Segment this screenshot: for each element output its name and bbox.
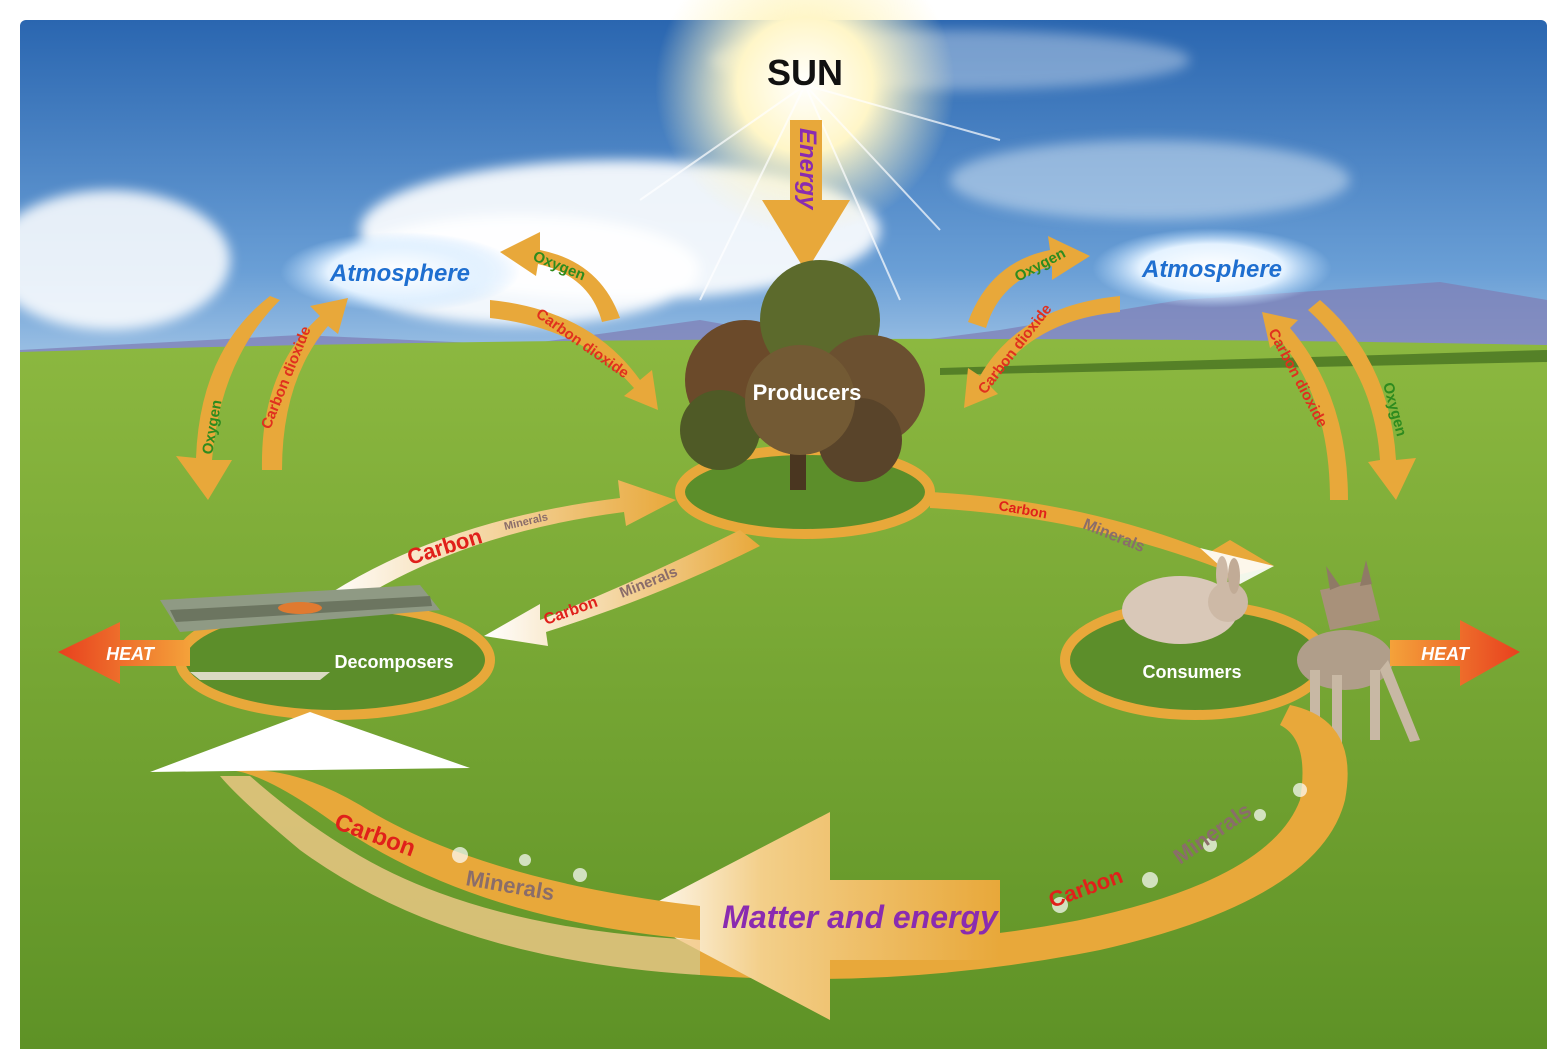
treeline [940, 350, 1547, 375]
log [160, 585, 440, 680]
tree [680, 260, 925, 490]
atmosphere-right: Atmosphere [1092, 228, 1332, 308]
decomposers-label: Decomposers [334, 652, 453, 672]
energy-arrow: Energy [762, 120, 850, 272]
atmosphere-left: Atmosphere [280, 232, 520, 312]
coyote [1297, 560, 1420, 750]
left-gas-arrows [176, 296, 348, 500]
matter-energy-arrow [150, 705, 1348, 1020]
energy-label: Energy [794, 128, 821, 211]
rabbit [1122, 556, 1248, 644]
producers-left-gas-arrows [490, 232, 658, 410]
producers-label: Producers [753, 380, 862, 405]
sun-label: SUN [767, 52, 843, 93]
producers-right-gas-arrows [964, 236, 1120, 408]
matter-energy-label: Matter and energy [722, 899, 1000, 935]
heat-label-right: HEAT [1421, 644, 1471, 664]
consumers-label: Consumers [1142, 662, 1241, 682]
right-gas-arrows [1262, 300, 1416, 500]
producers-to-decomposers-arrow [484, 530, 760, 646]
heat-arrow-left: HEAT [58, 622, 190, 684]
consumers-node: Consumers [1060, 556, 1420, 750]
producers-node: Producers [675, 260, 935, 539]
heat-arrow-right: HEAT [1390, 620, 1520, 686]
atmosphere-left-label: Atmosphere [329, 260, 470, 287]
decomposers-node: Decomposers [160, 585, 495, 720]
atmosphere-right-label: Atmosphere [1141, 256, 1282, 283]
grass-field [20, 338, 1547, 1049]
decomposers-to-producers-arrow [320, 480, 676, 612]
heat-label-left: HEAT [106, 644, 156, 664]
sun: SUN [639, 0, 1001, 301]
